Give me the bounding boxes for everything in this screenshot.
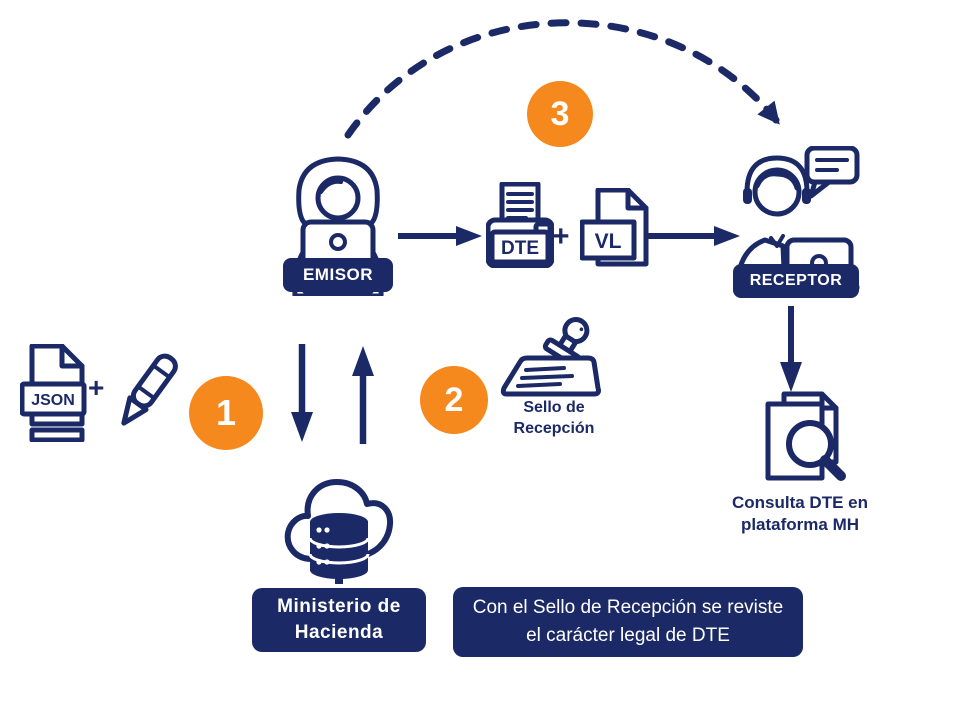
arrow-emisor-to-mh: [291, 344, 313, 442]
plus-sign-dte-vl: +: [552, 220, 570, 253]
step-number-3: 3: [550, 94, 570, 133]
receptor-label: RECEPTOR: [749, 272, 843, 289]
arrow-receptor-to-consulta: [780, 306, 802, 392]
step-badge-1: 1: [189, 376, 263, 450]
vl-file-icon: VL: [580, 188, 649, 267]
consulta-caption-line2: plataforma MH: [740, 515, 860, 535]
note-line1: Con el Sello de Recepción se reviste: [472, 597, 784, 619]
emisor-label: EMISOR: [302, 265, 374, 284]
sello-caption-line2: Recepción: [513, 419, 595, 437]
ministerio-badge: Ministerio de Hacienda: [252, 588, 426, 652]
step-number-2: 2: [444, 380, 464, 419]
ministerio-label-line1: Ministerio de: [277, 596, 401, 618]
cloud-database-icon: [284, 479, 394, 584]
document-search-icon: [765, 391, 846, 481]
speech-bubble-icon: [804, 146, 860, 199]
receptor-badge: RECEPTOR: [733, 264, 859, 298]
sello-caption: Sello de Recepción: [494, 398, 614, 440]
consulta-caption-line1: Consulta DTE en: [731, 493, 868, 512]
stamp-icon: [500, 317, 601, 397]
dashed-return-arrow: [344, 19, 780, 139]
dte-label: DTE: [501, 238, 539, 259]
arrow-emisor-to-dte: [398, 226, 482, 246]
json-file-icon: JSON: [20, 344, 87, 442]
dte-folder-icon: DTE: [486, 182, 554, 268]
sello-note-box: Con el Sello de Recepción se reviste el …: [453, 587, 803, 657]
pen-icon: [121, 353, 178, 426]
arrow-mh-to-emisor: [352, 346, 374, 444]
sello-caption-line1: Sello de: [523, 399, 585, 416]
note-line2: el carácter legal de DTE: [526, 625, 730, 646]
step-number-1: 1: [215, 392, 237, 433]
vl-label: VL: [595, 230, 622, 253]
ministerio-label-line2: Hacienda: [294, 622, 384, 643]
step-badge-3: 3: [527, 81, 593, 147]
step-badge-2: 2: [420, 366, 488, 434]
emisor-badge: EMISOR: [283, 258, 393, 292]
plus-sign-json-pen: +: [88, 372, 105, 403]
arrow-vl-to-receptor: [648, 226, 740, 246]
json-label: JSON: [31, 392, 75, 409]
consulta-caption: Consulta DTE en plataforma MH: [708, 492, 892, 536]
